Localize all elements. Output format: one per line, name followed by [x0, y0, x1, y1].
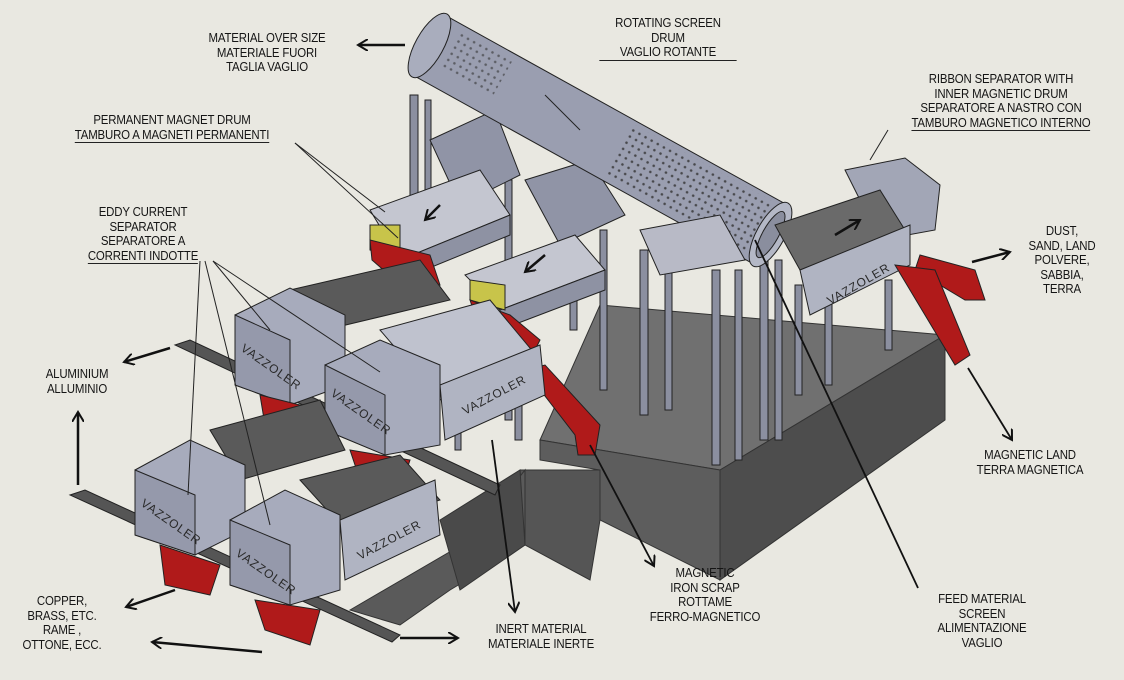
copper-arrow-1	[126, 588, 176, 607]
eddy-current-separator-4: VAZZOLER VAZZOLER	[229, 454, 441, 646]
leader-lines	[187, 94, 889, 526]
magnetic-land-arrow	[967, 367, 1012, 440]
aluminium-arrow-left	[124, 346, 171, 362]
dust-arrow	[971, 252, 1010, 264]
copper-arrow-2	[152, 642, 263, 654]
iron-scrap-arrow	[589, 444, 654, 566]
label-copper: COPPER,BRASS, ETC.RAME ,OTTONE, ECC.	[22, 593, 102, 652]
output-arrows	[78, 45, 1012, 654]
permanent-magnet-separator-1	[369, 109, 521, 286]
inert-arrow-down	[491, 439, 515, 612]
feed-material-line	[754, 239, 919, 589]
